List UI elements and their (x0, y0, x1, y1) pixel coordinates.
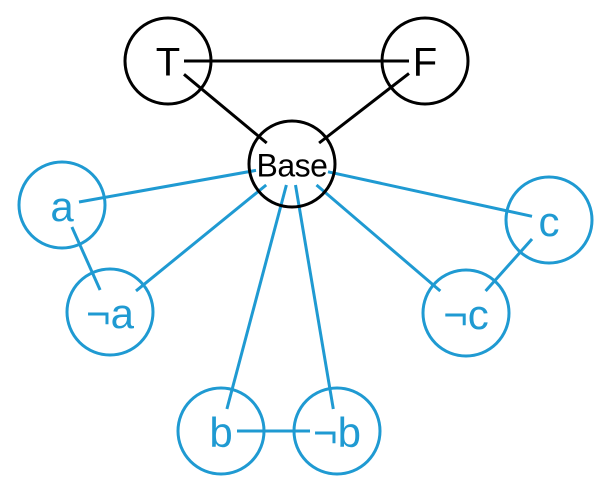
node-not_c-label: ¬c (443, 291, 489, 338)
node-b-label: b (209, 409, 232, 456)
node-T-label: T (156, 41, 180, 85)
node-a-circle (17, 160, 107, 250)
node-not_a-label: ¬a (86, 290, 135, 337)
edge-Base-not_c (315, 183, 442, 293)
node-Base-circle (247, 119, 337, 209)
node-a-label: a (50, 183, 74, 230)
node-F-circle (380, 16, 470, 106)
edge-F-Base (318, 72, 410, 145)
node-Base-label: Base (257, 147, 328, 183)
node-c-circle (504, 175, 594, 265)
edge-Base-not_a (135, 183, 268, 293)
node-F-label: F (413, 41, 437, 85)
edge-Base-not_b (294, 184, 335, 410)
node-T-circle (123, 16, 213, 106)
node-not_c-circle (421, 268, 511, 358)
edge-Base-c (327, 170, 533, 218)
node-not_b-label: ¬b (313, 409, 361, 456)
node-b-circle (176, 386, 266, 476)
node-c-label: c (539, 198, 560, 245)
edge-a-not_a (70, 226, 102, 291)
edge-Base-b (225, 184, 288, 410)
node-not_b-circle (292, 386, 382, 476)
edge-c-not_c (484, 238, 534, 292)
node-not_a-circle (65, 267, 155, 357)
edge-Base-a (78, 168, 257, 204)
edge-T-Base (183, 73, 268, 145)
